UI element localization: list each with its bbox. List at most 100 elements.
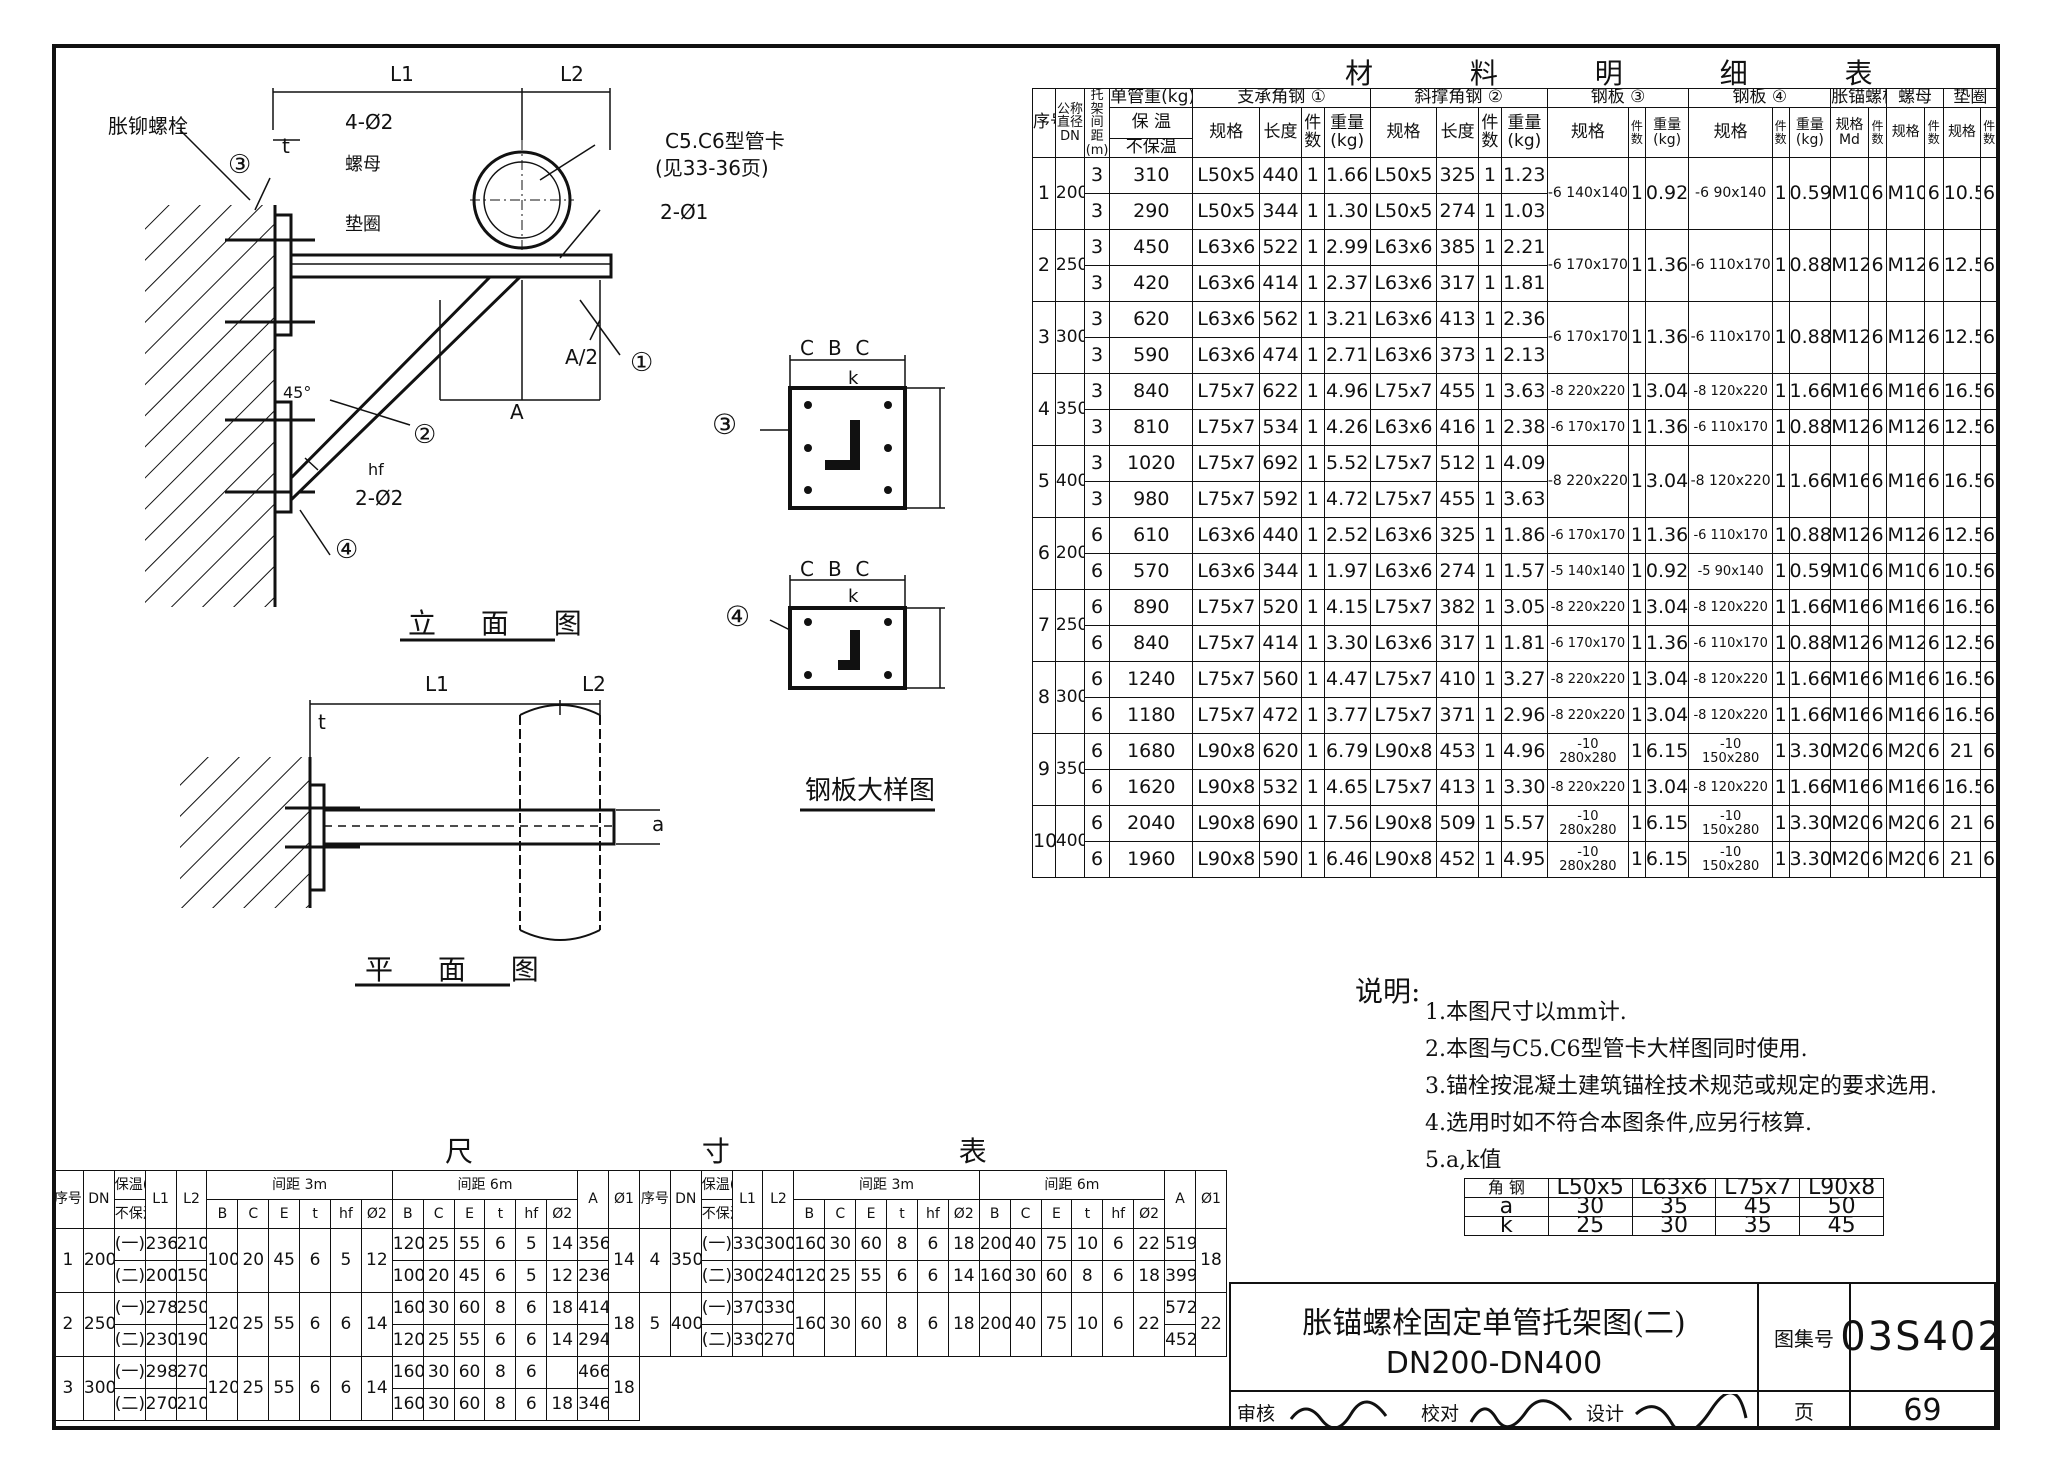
material-cell: L63x6 xyxy=(1369,229,1438,267)
material-cell: M20 xyxy=(1830,841,1869,879)
material-cell: 12.5 xyxy=(1942,409,1982,447)
material-cell: 274 xyxy=(1436,193,1479,231)
material-cell: 1 xyxy=(1771,805,1790,843)
dim-cell: 25 xyxy=(237,1356,270,1421)
material-cell: 1 xyxy=(1300,625,1325,663)
review-label: 审核 xyxy=(1237,1403,1276,1425)
dim-cell: 2 xyxy=(52,1292,84,1357)
material-cell: -6 110x170 xyxy=(1688,517,1773,555)
dim-cell: 330 xyxy=(762,1292,795,1325)
material-cell: 890 xyxy=(1109,589,1194,627)
dim-cell: 399 xyxy=(1164,1260,1196,1293)
material-cell: 450 xyxy=(1109,229,1194,267)
material-cell: 6 xyxy=(1980,373,1998,411)
material-cell: 3 xyxy=(1084,481,1111,519)
check-label: 校对 xyxy=(1421,1403,1460,1425)
dim-cell: 75 xyxy=(1040,1228,1073,1261)
dim-th-d2: Ø2 xyxy=(1133,1199,1166,1229)
material-cell: 1 xyxy=(1771,157,1790,231)
material-cell: 1 xyxy=(1628,625,1646,663)
material-cell: -6 110x170 xyxy=(1688,625,1773,663)
dim-cell: 350 xyxy=(669,1228,702,1293)
dim-cell: 278 xyxy=(144,1292,177,1325)
material-cell: M16 xyxy=(1830,589,1869,627)
material-cell: 10.5 xyxy=(1942,553,1982,591)
dim-cell: 200 xyxy=(144,1260,177,1293)
material-cell: -8 220x220 xyxy=(1546,373,1630,411)
material-cell: 1 xyxy=(1477,517,1502,555)
material-cell: 1 xyxy=(1628,157,1646,231)
dim-cell: 300 xyxy=(731,1260,764,1293)
material-cell: 6 xyxy=(1032,517,1056,591)
material-cell: -8 220x220 xyxy=(1546,697,1630,735)
material-cell: 1.36 xyxy=(1644,517,1690,555)
material-cell: L90x8 xyxy=(1369,733,1438,771)
material-cell: 6 xyxy=(1923,229,1944,303)
material-cell: 6 xyxy=(1980,445,1998,519)
label-washer: 垫圈 xyxy=(345,214,381,235)
material-cell: 1 xyxy=(1300,409,1325,447)
material-cell: -10 150x280 xyxy=(1688,733,1773,771)
dim-th-L2: L2 xyxy=(175,1170,208,1229)
dim-th-hf: hf xyxy=(1102,1199,1135,1229)
note-4: 4.选用时如不符合本图条件,应另行核算. xyxy=(1425,1111,1812,1136)
material-cell: 2.96 xyxy=(1500,697,1548,735)
label-holes-2a: 2-Ø1 xyxy=(660,200,709,224)
signature-checker xyxy=(1469,1399,1573,1429)
th-weight: 单管重(kg) xyxy=(1109,88,1194,108)
th-dn: 公称直径DN xyxy=(1054,87,1086,159)
dim-th-hf: hf xyxy=(916,1199,949,1229)
material-cell: M12 xyxy=(1830,625,1869,663)
material-cell: 2.38 xyxy=(1500,409,1548,447)
material-cell: L75x7 xyxy=(1369,589,1438,627)
material-cell: 10.5 xyxy=(1942,157,1982,231)
material-cell: -8 220x220 xyxy=(1546,769,1630,807)
dim-cell: 55 xyxy=(268,1356,301,1421)
material-cell: 400 xyxy=(1054,805,1086,879)
dim-cell: 6 xyxy=(484,1260,517,1293)
material-cell: 1 xyxy=(1300,553,1325,591)
drawing-subtitle: DN200-DN400 xyxy=(1385,1346,1603,1381)
dim-angle: 45° xyxy=(283,383,312,402)
dim-cell: 45 xyxy=(268,1228,301,1293)
material-cell: 1 xyxy=(1628,373,1646,411)
support-angle-1 xyxy=(289,253,613,279)
label-nut: 螺母 xyxy=(345,154,381,175)
material-cell: 1 xyxy=(1477,409,1502,447)
dim-cell: 298 xyxy=(144,1356,177,1389)
material-cell: 4.47 xyxy=(1323,661,1371,699)
material-cell: L75x7 xyxy=(1192,625,1261,663)
dim-cell: 200 xyxy=(978,1292,1011,1357)
material-cell: 590 xyxy=(1109,337,1194,375)
material-cell: 3.63 xyxy=(1500,373,1548,411)
material-cell: 6 xyxy=(1867,301,1888,375)
drawing-title: 胀锚螺栓固定单管托架图(二) xyxy=(1302,1306,1686,1341)
material-cell: L63x6 xyxy=(1369,337,1438,375)
material-cell: 1.36 xyxy=(1644,229,1690,303)
dim-th-t: t xyxy=(886,1199,918,1229)
material-cell: 317 xyxy=(1436,265,1479,303)
dim-cell: 8 xyxy=(484,1388,517,1421)
material-cell: 6 xyxy=(1980,769,1998,807)
th-seq: 序号 xyxy=(1032,87,1056,159)
dim-cell: 100 xyxy=(391,1260,424,1293)
material-cell: L63x6 xyxy=(1369,265,1438,303)
material-cell: 6 xyxy=(1980,697,1998,735)
dim-cell: 3 xyxy=(52,1356,84,1421)
material-cell: 1.66 xyxy=(1788,445,1832,519)
dim-cell: 55 xyxy=(268,1292,301,1357)
ak-a-4: 50 xyxy=(1799,1197,1884,1217)
material-cell: M20 xyxy=(1886,841,1925,879)
material-cell: 6 xyxy=(1923,805,1944,843)
dim-cell: 18 xyxy=(1133,1260,1166,1293)
material-cell: 6 xyxy=(1867,229,1888,303)
material-cell: 21 xyxy=(1942,733,1982,771)
dim-th-A: A xyxy=(1164,1170,1196,1229)
dim-cell: 22 xyxy=(1194,1292,1228,1357)
material-cell: 1 xyxy=(1628,589,1646,627)
material-cell: 1 xyxy=(1628,661,1646,699)
dim-cell: 120 xyxy=(391,1324,424,1357)
dim-th-B: B xyxy=(206,1199,239,1229)
